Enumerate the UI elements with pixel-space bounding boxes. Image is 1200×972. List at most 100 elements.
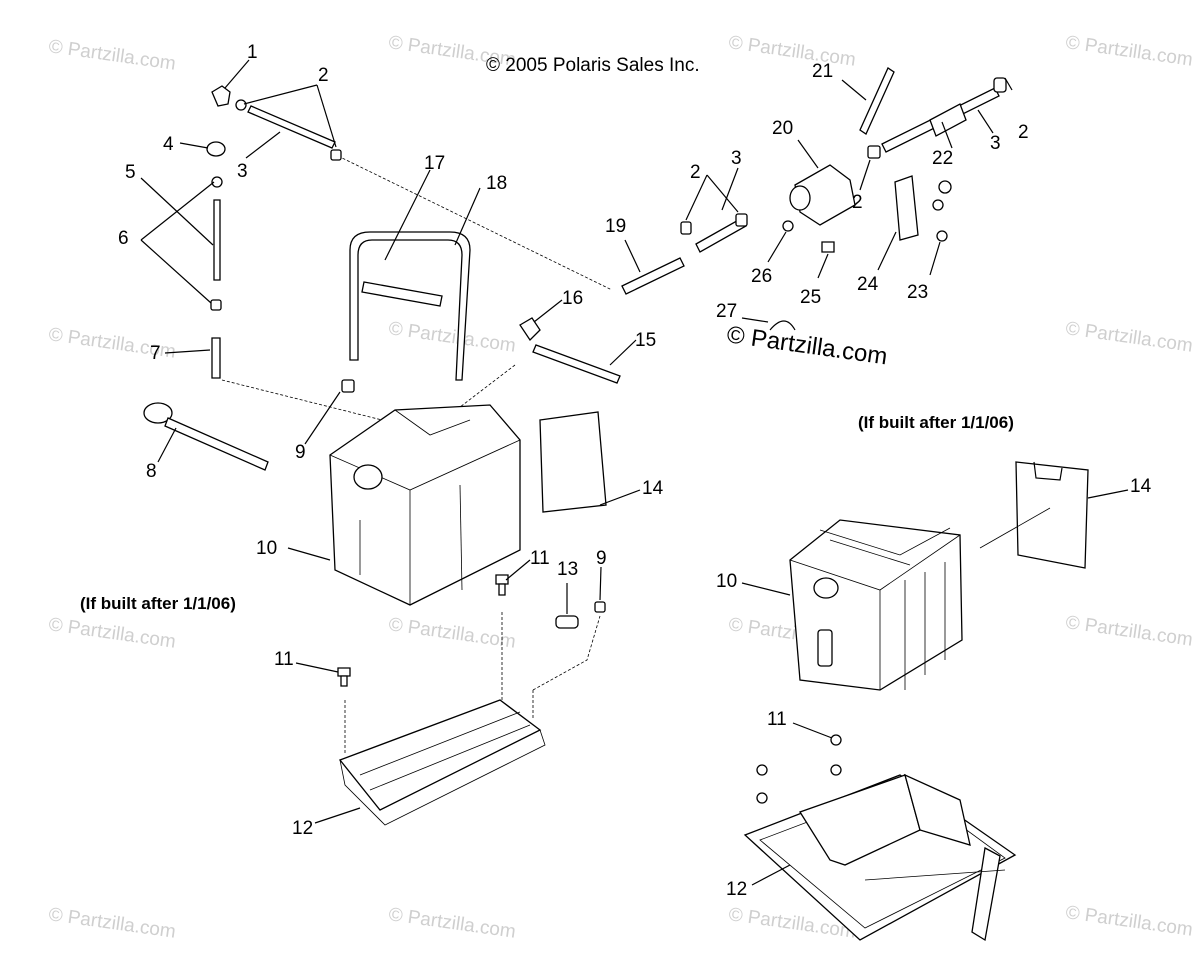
callout-24: 24 (857, 274, 879, 295)
callout-14: 14 (642, 478, 664, 499)
part-10-fuel-tank (789, 519, 963, 691)
part-7-fitting (211, 337, 221, 379)
part-1-elbow (211, 85, 231, 107)
part-8-sender (143, 402, 269, 471)
callout-9: 9 (295, 442, 306, 463)
callout-14: 14 (1130, 476, 1152, 497)
watermark-text: © Partzilla.com (387, 904, 517, 943)
watermark-text: © Partzilla.com (47, 36, 177, 75)
watermark-text: © Partzilla.com (727, 32, 857, 71)
part-27-clip (769, 320, 796, 331)
callout-13: 13 (557, 559, 578, 580)
part-2-clamp (993, 77, 1007, 93)
callout-17: 17 (424, 153, 445, 174)
note-built-after-right: (If built after 1/1/06) (858, 413, 1014, 432)
part-2-clamp (867, 145, 881, 159)
watermark-text: © Partzilla.com (47, 614, 177, 653)
part-11-bolt (756, 792, 768, 804)
leader-lines (140, 59, 1129, 886)
part-21-hose (859, 67, 895, 135)
part-2-clamp (235, 99, 247, 111)
part-23-bolt (936, 230, 948, 242)
part-11-bolt (756, 764, 768, 776)
part-11-bolt (498, 583, 506, 596)
part-23-bolt (938, 180, 952, 194)
callout-11: 11 (274, 649, 294, 670)
part-22-sleeve (929, 103, 967, 137)
callout-labels: 1 2 3 4 5 6 7 8 9 17 18 10 14 15 16 11 1… (118, 42, 1152, 900)
part-16-elbow (519, 317, 541, 342)
part-14-pad (1015, 461, 1089, 569)
callout-27: 27 (716, 301, 737, 322)
note-built-after-left: (If built after 1/1/06) (80, 594, 236, 613)
callout-11: 11 (767, 709, 787, 730)
callout-7: 7 (150, 343, 161, 364)
part-3-hose (247, 105, 336, 149)
watermark-text: © Partzilla.com (1064, 318, 1194, 357)
callout-8: 8 (146, 461, 157, 482)
assembly-line (532, 615, 601, 691)
callout-15: 15 (635, 330, 656, 351)
part-5-tube (213, 199, 221, 281)
part-11-bolt (830, 734, 842, 746)
part-9-nut (341, 379, 355, 393)
callout-10: 10 (256, 538, 277, 559)
part-18-tank-strap (349, 231, 471, 381)
part-15-hose (532, 344, 621, 384)
part-17-pad (361, 281, 443, 307)
callout-6: 6 (118, 228, 129, 249)
part-11-bolt (340, 675, 348, 687)
watermark-text: © Partzilla.com (1064, 32, 1194, 71)
callout-25: 25 (800, 287, 821, 308)
callout-22: 22 (932, 148, 953, 169)
part-23-bolt (932, 199, 944, 211)
callout-19: 19 (605, 216, 626, 237)
watermark-text: © Partzilla.com (387, 318, 517, 357)
assembly-line (221, 379, 399, 425)
watermark-text: © Partzilla.com (47, 904, 177, 943)
assembly-line (979, 507, 1051, 549)
callout-3: 3 (237, 161, 248, 182)
part-13-spacer (555, 615, 579, 629)
part-11-bolt (830, 764, 842, 776)
part-2-clamp (735, 213, 748, 227)
callout-23: 23 (907, 282, 928, 303)
callout-21: 21 (812, 61, 833, 82)
callout-11: 11 (530, 548, 550, 569)
callout-2: 2 (318, 65, 329, 86)
part-10-fuel-tank (329, 404, 521, 606)
copyright-text: © 2005 Polaris Sales Inc. (486, 55, 700, 76)
callout-4: 4 (163, 134, 174, 155)
part-26-nut (782, 220, 794, 232)
callout-2: 2 (690, 162, 701, 183)
part-12-tank-tray (743, 773, 1017, 942)
part-14-notch (1033, 461, 1063, 481)
callout-9: 9 (596, 548, 607, 569)
part-9-nut (594, 601, 606, 613)
watermark-text: © Partzilla.com (1064, 612, 1194, 651)
callout-12: 12 (292, 818, 313, 839)
watermark-text: © Partzilla.com (387, 614, 517, 653)
part-14-pad (539, 411, 607, 513)
callout-12: 12 (726, 879, 747, 900)
callout-10: 10 (716, 571, 737, 592)
callout-20: 20 (772, 118, 793, 139)
callout-3: 3 (990, 133, 1001, 154)
assembly-line (337, 155, 613, 291)
callout-18: 18 (486, 173, 507, 194)
part-2-clamp (680, 221, 692, 235)
part-25-grommet (821, 241, 835, 253)
part-20-fuel-pump (789, 164, 856, 226)
part-4-cap (206, 141, 226, 157)
assembly-line (429, 364, 516, 431)
part-19-filter (621, 257, 685, 295)
callout-26: 26 (751, 266, 772, 287)
callout-1: 1 (247, 42, 258, 63)
watermark-text: © Partzilla.com (1064, 902, 1194, 941)
callout-2: 2 (852, 192, 863, 213)
callout-2: 2 (1018, 122, 1029, 143)
part-12-tank-tray (338, 699, 546, 826)
callout-3: 3 (731, 148, 742, 169)
